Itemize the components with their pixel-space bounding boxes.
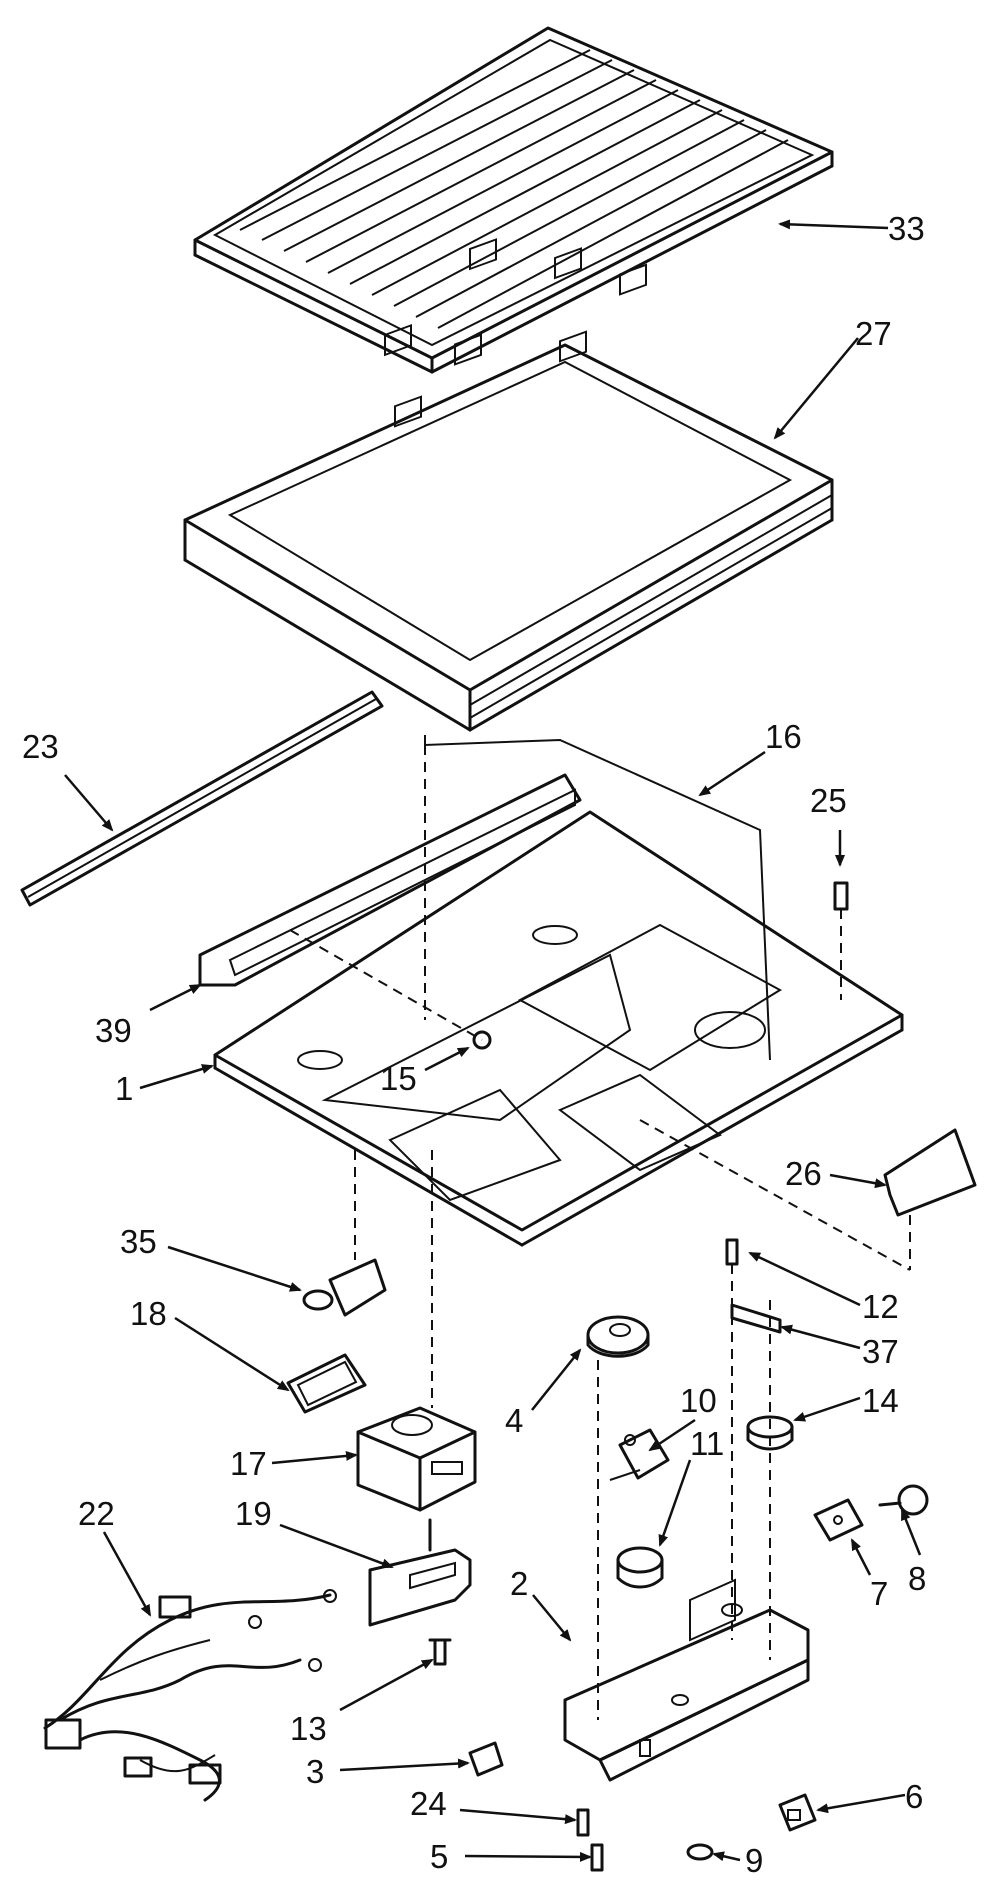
- callout-22: 22: [78, 1495, 115, 1532]
- part-23-strip: [20, 690, 384, 907]
- part-17-control-housing: [356, 1150, 477, 1512]
- part-39-bracket: [198, 773, 582, 987]
- part-7-socket: [813, 1498, 864, 1542]
- part-8-bulb: [878, 1484, 929, 1516]
- callout-4: 4: [505, 1402, 523, 1439]
- part-6-switch: [778, 1793, 817, 1832]
- part-27-cover-frame: [183, 238, 834, 732]
- callout-24: 24: [410, 1785, 447, 1822]
- callout-2: 2: [510, 1565, 528, 1602]
- part-24-screw: [576, 1808, 590, 1837]
- part-35-clip: [302, 1150, 387, 1317]
- callout-10: 10: [680, 1382, 717, 1419]
- callout-7: 7: [870, 1575, 888, 1612]
- part-2-control-bracket: [563, 1578, 810, 1782]
- callout-3: 3: [306, 1753, 324, 1790]
- callout-15: 15: [380, 1060, 417, 1097]
- part-4-knob-mount: [586, 1315, 650, 1720]
- callout-17: 17: [230, 1445, 267, 1482]
- callout-1: 1: [115, 1070, 133, 1107]
- part-3-connector: [468, 1741, 504, 1777]
- part-22-wiring-harness: [43, 1589, 337, 1802]
- part-9-washer: [686, 1843, 714, 1861]
- part-25-screw: [833, 881, 849, 1000]
- callout-13: 13: [290, 1710, 327, 1747]
- part-33-shelf-grille: [193, 26, 834, 374]
- callout-27: 27: [855, 315, 892, 352]
- callout-39: 39: [95, 1012, 132, 1049]
- part-1-tray: [213, 810, 904, 1247]
- callout-35: 35: [120, 1223, 157, 1260]
- part-5-screw: [590, 1843, 604, 1872]
- callout-9: 9: [745, 1842, 763, 1879]
- callout-labels: 33 27 23 16 25 39 1 15 26 35 12 18 37 4 …: [22, 210, 926, 1879]
- callout-16: 16: [765, 718, 802, 755]
- callout-23: 23: [22, 728, 59, 765]
- part-11-knob: [616, 1546, 664, 1589]
- callout-33: 33: [888, 210, 925, 247]
- callout-14: 14: [862, 1382, 899, 1419]
- callout-19: 19: [235, 1495, 272, 1532]
- callout-6: 6: [905, 1778, 923, 1815]
- part-14-knob: [746, 1300, 794, 1660]
- callout-12: 12: [862, 1288, 899, 1325]
- callout-37: 37: [862, 1333, 899, 1370]
- callout-8: 8: [908, 1560, 926, 1597]
- leader-lines: [64, 219, 922, 1862]
- part-19-bracket: [368, 1518, 472, 1627]
- callout-25: 25: [810, 782, 847, 819]
- callout-18: 18: [130, 1295, 167, 1332]
- part-18-gasket: [286, 1353, 367, 1414]
- part-12-screw: [725, 1238, 739, 1640]
- part-10-switch: [609, 1428, 670, 1481]
- callout-11: 11: [690, 1425, 724, 1462]
- callout-5: 5: [430, 1838, 448, 1875]
- callout-26: 26: [785, 1155, 822, 1192]
- part-37-clip: [730, 1303, 782, 1334]
- part-15-screw: [289, 929, 492, 1050]
- part-13-screw: [428, 1638, 452, 1666]
- part-26-cover-piece: [639, 1119, 977, 1271]
